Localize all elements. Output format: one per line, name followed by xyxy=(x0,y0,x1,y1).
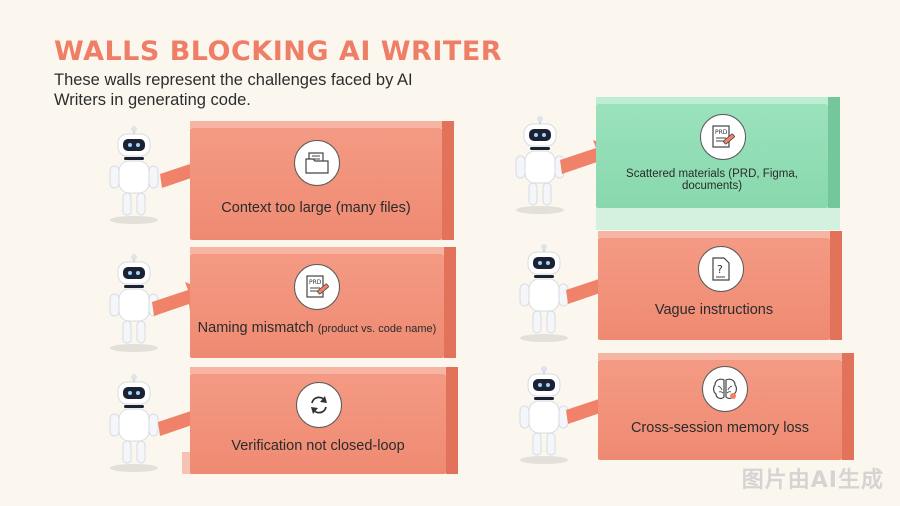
wall-naming-mismatch: PRD Naming mismatch (product vs. code na… xyxy=(190,247,456,358)
wall-verification-not-closed-loop: Verification not closed-loop xyxy=(190,367,458,474)
robot-icon xyxy=(106,374,162,474)
wall-cross-session-memory-loss: Cross-session memory loss xyxy=(598,353,854,460)
icon-text: PRD xyxy=(309,279,322,286)
wall-label: Cross-session memory loss xyxy=(630,420,810,436)
page-subtitle: These walls represent the challenges fac… xyxy=(54,71,413,109)
folder-files-icon xyxy=(294,140,340,186)
prd-document-icon: PRD xyxy=(294,264,340,310)
robot-icon xyxy=(516,366,572,466)
wall-fragment xyxy=(596,208,840,230)
watermark: 图片由AI生成 xyxy=(741,468,884,493)
icon-text: ? xyxy=(717,263,723,276)
wall-scattered-materials: PRD Scattered materials (PRD, Figma, doc… xyxy=(596,97,840,208)
robot-icon xyxy=(106,254,162,354)
wall-vague-instructions: ? Vague instructions xyxy=(598,231,842,340)
wall-label: Naming mismatch xyxy=(197,320,318,336)
page-title: WALLS BLOCKING AI WRITER xyxy=(54,36,503,67)
prd-document-icon: PRD xyxy=(700,114,746,160)
wall-label: Scattered materials (PRD, Figma, documen… xyxy=(626,168,798,192)
wall-context-too-large: Context too large (many files) xyxy=(190,121,454,240)
question-document-icon: ? xyxy=(698,246,744,292)
robot-icon xyxy=(516,244,572,344)
refresh-cycle-icon xyxy=(296,382,342,428)
wall-label: Vague instructions xyxy=(654,302,774,318)
robot-icon xyxy=(106,126,162,226)
brain-icon xyxy=(702,366,748,412)
wall-sublabel: (product vs. code name) xyxy=(317,323,437,335)
wall-label: Verification not closed-loop xyxy=(231,438,405,454)
icon-text: PRD xyxy=(715,129,728,136)
wall-label: Context too large (many files) xyxy=(221,200,411,216)
